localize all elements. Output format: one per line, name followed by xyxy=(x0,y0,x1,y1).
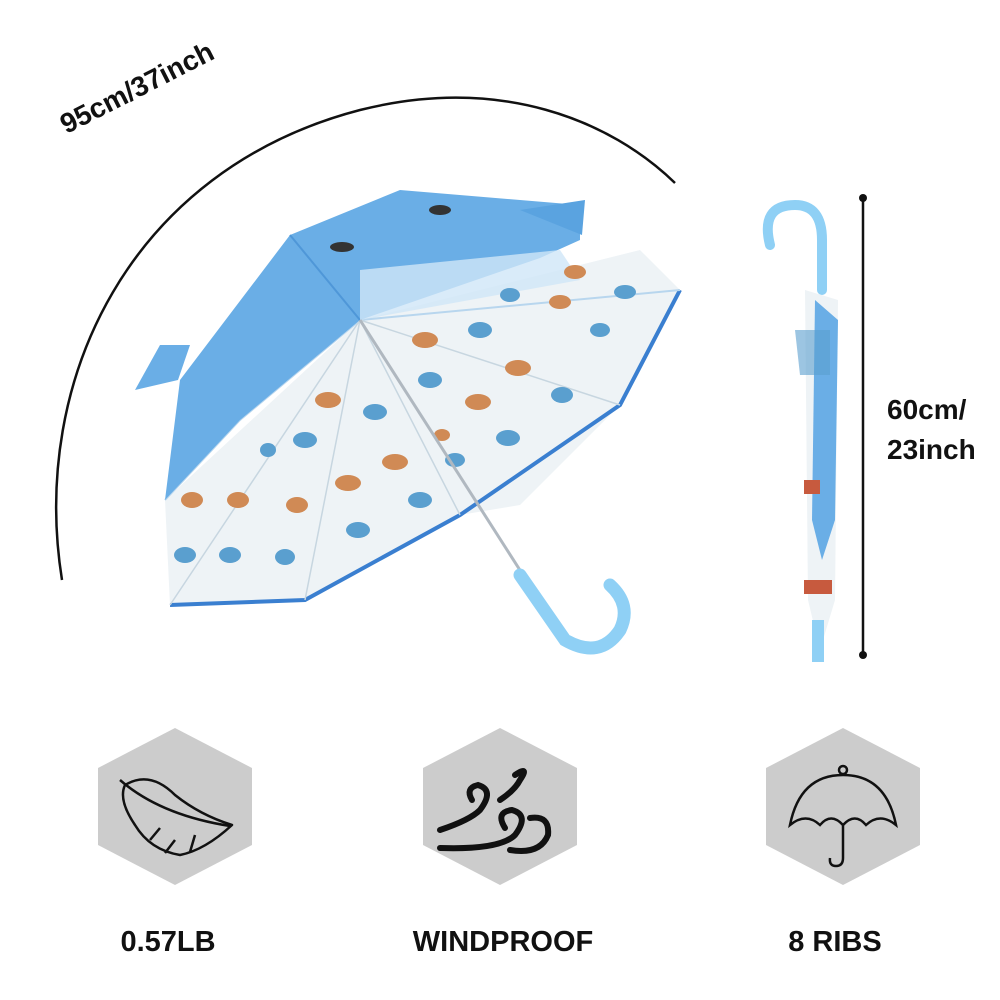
weight-label: 0.57LB xyxy=(120,926,216,958)
hexagon-ribs xyxy=(766,728,920,885)
hexagon-windproof xyxy=(423,728,577,885)
closed-umbrella-image xyxy=(762,199,838,662)
feather-icon xyxy=(119,778,234,857)
windproof-label: WINDPROOF xyxy=(412,926,594,958)
wind-icon xyxy=(437,768,552,854)
ribs-label: 8 RIBS xyxy=(788,926,882,958)
closed-length-label-line2: 23inch xyxy=(887,434,976,465)
umbrella-icon xyxy=(788,764,898,868)
diameter-arc xyxy=(54,96,676,581)
open-umbrella-image xyxy=(135,190,682,655)
height-dimension-line xyxy=(859,194,867,659)
closed-length-label-line1: 60cm/ xyxy=(887,394,967,425)
hexagon-weight xyxy=(98,728,252,885)
